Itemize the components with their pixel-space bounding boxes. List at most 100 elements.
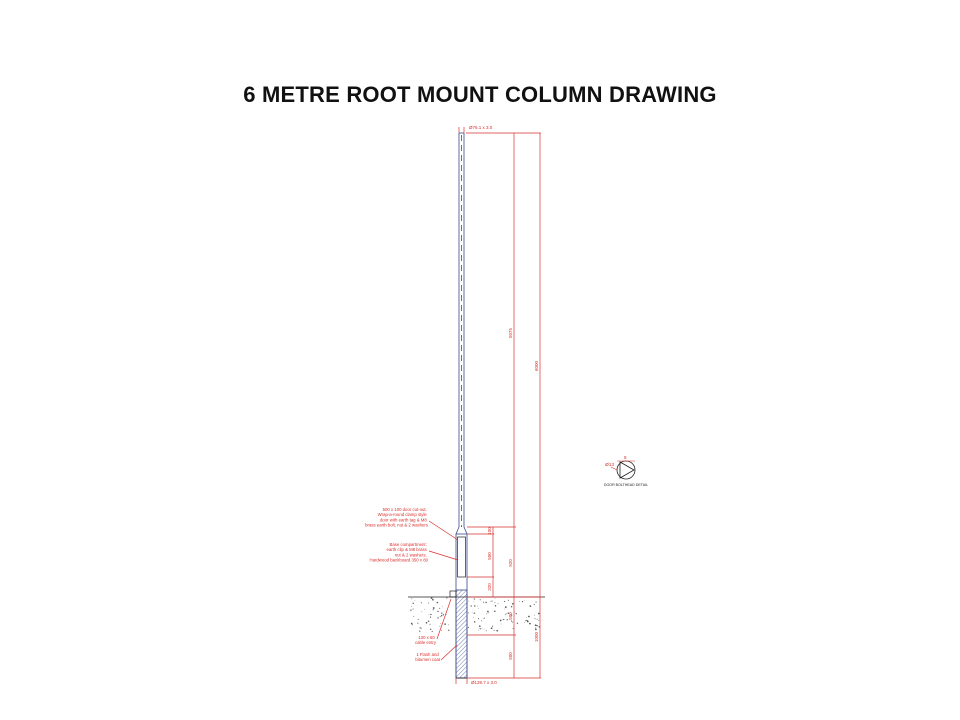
bolthead-dim: 8 — [624, 455, 627, 460]
ground-dot — [420, 611, 422, 613]
ground-dot — [511, 620, 512, 621]
ground-dot — [411, 624, 413, 626]
ground-dot — [535, 601, 537, 603]
ground-dot — [431, 630, 433, 633]
ground-dot — [471, 611, 473, 613]
ground-dot — [490, 627, 493, 630]
dim-overall: 6000 — [534, 360, 539, 371]
ground-dot — [441, 612, 443, 614]
ground-dot — [518, 600, 520, 602]
ground-dot — [500, 623, 502, 625]
ground-dot — [493, 630, 495, 631]
ground-dot — [417, 618, 419, 620]
ground-dot — [521, 601, 524, 603]
cable-entry — [449, 590, 457, 598]
ground-dot — [504, 614, 506, 616]
swage-left — [455, 526, 460, 535]
ground-dot — [534, 615, 536, 616]
ground-dot — [473, 621, 476, 623]
flash-note-leader — [440, 644, 458, 661]
ground-dot — [467, 626, 470, 628]
dimension-lines — [428, 127, 541, 684]
door-note: 500 x 100 door cut-out. Wrap-a-round cla… — [365, 507, 428, 528]
ground-dot — [478, 608, 479, 610]
ground-dot — [533, 603, 535, 605]
ground-dot — [536, 618, 538, 620]
ground-dot — [534, 624, 537, 627]
ground-dot — [430, 597, 433, 599]
ground-dot — [481, 620, 482, 622]
cable-note: 130 x 60 cable entry — [415, 635, 437, 645]
flash-note: 1 Flash and bitumen coat — [415, 652, 440, 662]
ground-dot — [477, 605, 478, 607]
ground-dot — [437, 610, 439, 613]
dim-root-total: 1000 — [534, 631, 539, 642]
ground-dot — [503, 608, 505, 610]
ground-dot — [516, 622, 519, 624]
ground-dot — [524, 622, 526, 623]
ground-dot — [478, 625, 481, 628]
ground-dot — [504, 606, 507, 608]
ground-dot — [481, 628, 483, 629]
dim-door-top: 100 — [487, 527, 492, 535]
dim-shaft-length: 5075 — [508, 327, 513, 338]
ground-dot — [429, 623, 431, 625]
flash-note-line: 1 Flash and — [416, 652, 439, 657]
ground-dot — [439, 625, 441, 627]
ground-dot — [510, 606, 513, 608]
ground-dot — [526, 620, 529, 623]
ground-dot — [507, 612, 510, 615]
ground-dot — [494, 602, 496, 604]
ground-dot — [470, 605, 472, 607]
ground-dot — [413, 615, 415, 617]
drawing-title: 6 METRE ROOT MOUNT COLUMN DRAWING — [243, 82, 717, 107]
column-body — [449, 132, 468, 679]
ground-dot — [419, 627, 421, 629]
ground-dot — [536, 625, 538, 627]
ground-dot — [537, 612, 540, 615]
root-section — [455, 589, 468, 679]
ground-dot — [432, 598, 434, 601]
ground-dot — [473, 600, 475, 602]
ground-dot — [535, 628, 537, 631]
dim-root-lower: 500 — [508, 652, 513, 660]
ground-dot — [477, 618, 480, 620]
ground-dot — [528, 615, 530, 618]
ground-dot — [410, 622, 413, 625]
base-note-line: Hardwood backboard 350 x 80 — [369, 558, 428, 563]
ground-dot — [486, 613, 487, 615]
ground-dot — [494, 610, 496, 613]
ground-dot — [499, 619, 502, 622]
ground-dot — [512, 628, 514, 629]
flash-note-line: bitumen coat — [415, 657, 440, 662]
ground-dot — [483, 618, 484, 620]
door-note-line: door with earth tag & M8 — [380, 517, 427, 522]
ground-dot — [512, 621, 514, 623]
ground-dot — [483, 628, 485, 630]
ground-dot — [445, 614, 447, 615]
door-note-line: Wrap-a-round clamp style — [378, 512, 428, 517]
base-note-line: nut & 2 washers. — [395, 552, 427, 557]
ground-dot — [485, 601, 487, 604]
ground-dot — [534, 618, 536, 620]
ground-dot — [444, 623, 446, 625]
dim-top-diameter: Ø76.1 x 3.0 — [469, 125, 493, 130]
ground-dot — [412, 608, 414, 610]
ground-dot — [419, 630, 421, 632]
base-note-line: earth clip & M8 brass — [386, 547, 426, 552]
bolthead-detail: Ø13 8 DOOR BOLTHEAD DETAIL — [604, 455, 648, 487]
ground-dot — [473, 613, 474, 614]
ground-dot — [442, 613, 444, 615]
ground-dot — [440, 615, 443, 617]
ground-dot — [479, 628, 481, 630]
ground-dot — [515, 612, 517, 615]
ground-dot — [483, 601, 485, 603]
ground-dot — [490, 601, 491, 602]
bolthead-triangle — [619, 461, 635, 479]
ground-dot — [511, 614, 513, 616]
ground-dot — [448, 629, 450, 631]
ground-dot — [479, 599, 481, 601]
door-cutout — [457, 536, 466, 578]
ground-dot — [504, 600, 506, 603]
ground-dot — [487, 612, 489, 614]
